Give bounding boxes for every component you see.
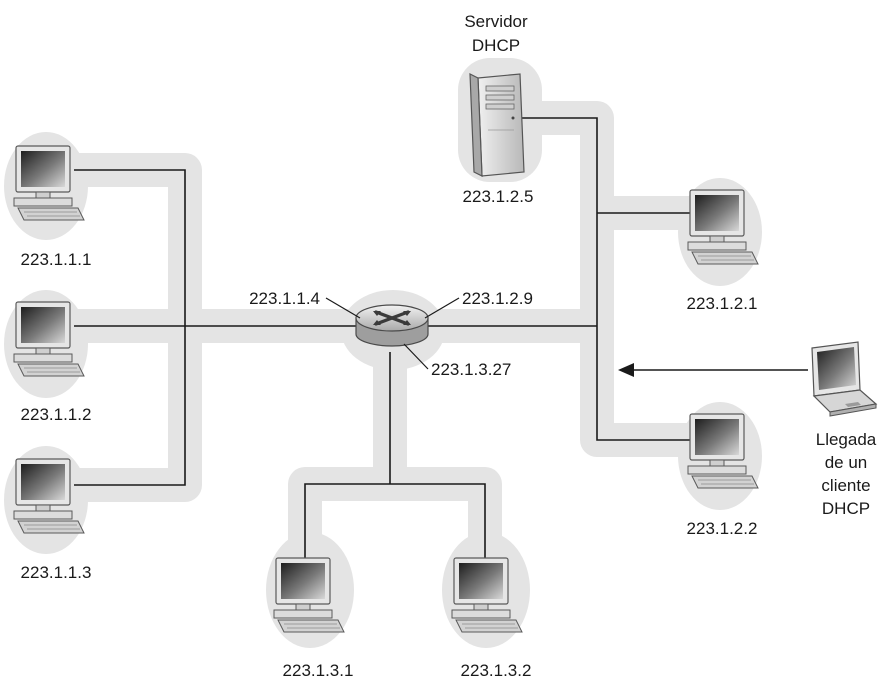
new-client-caption-line1: Llegada — [816, 430, 877, 449]
host-label-223-1-1-2: 223.1.1.2 — [21, 405, 92, 424]
new-client-caption-line4: DHCP — [822, 499, 870, 518]
server-title-line2: DHCP — [472, 36, 520, 55]
server-tower-icon — [469, 73, 525, 177]
router-callout-subnet3 — [403, 343, 429, 370]
router-icon — [355, 304, 429, 347]
new-client-caption-line2: de un — [825, 453, 868, 472]
server-address-label: 223.1.2.5 — [463, 187, 534, 206]
labels: Servidor DHCP 223.1.2.5 223.1.1.1 223.1.… — [21, 12, 877, 680]
router-interface-label-subnet1: 223.1.1.4 — [249, 289, 320, 308]
link-subnet-1 — [74, 169, 360, 486]
link-subnet-3 — [304, 352, 486, 565]
host-label-223-1-2-1: 223.1.2.1 — [687, 294, 758, 313]
arrival-arrow — [618, 363, 808, 377]
router-callout-subnet1 — [325, 297, 361, 319]
router-interface-label-subnet3: 223.1.3.27 — [431, 360, 511, 379]
host-label-223-1-3-2: 223.1.3.2 — [461, 661, 532, 680]
subnet-halos — [4, 58, 762, 648]
host-label-223-1-1-3: 223.1.1.3 — [21, 563, 92, 582]
host-label-223-1-2-2: 223.1.2.2 — [687, 519, 758, 538]
laptop-icon — [811, 341, 878, 417]
host-label-223-1-1-1: 223.1.1.1 — [21, 250, 92, 269]
new-client-caption-line3: cliente — [821, 476, 870, 495]
router-callout-subnet2 — [424, 297, 460, 319]
server-title-line1: Servidor — [464, 12, 528, 31]
router-interface-label-subnet2: 223.1.2.9 — [462, 289, 533, 308]
link-subnet-2 — [426, 117, 690, 441]
host-label-223-1-3-1: 223.1.3.1 — [283, 661, 354, 680]
network-links — [74, 117, 690, 565]
